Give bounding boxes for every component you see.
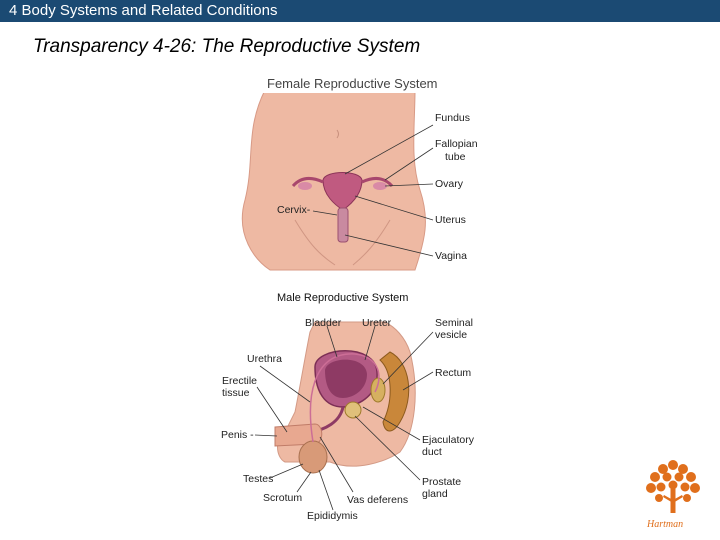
label-fundus: Fundus [435,112,470,124]
bladder-inner [325,359,367,398]
label-prostate-1: Prostate [422,476,461,488]
fallopian-tube-right [361,177,394,188]
label-seminal-1: Seminal [435,317,473,329]
header-bar: 4 Body Systems and Related Conditions [0,0,720,22]
label-erectile-1: Erectile [222,375,257,387]
label-seminal-2: vesicle [435,329,467,341]
label-penis: Penis - [221,429,254,441]
female-title: Female Reproductive System [267,76,438,91]
label-ejaculatory-1: Ejaculatory [422,434,475,446]
ovary-right [373,182,387,190]
label-prostate-2: gland [422,488,448,500]
ovary-left [298,182,312,190]
label-vagina: Vagina [435,250,467,262]
female-navel [336,129,339,139]
label-erectile-2: tissue [222,387,250,399]
label-testes: Testes [243,473,273,485]
label-fallopian-2: tube [445,151,466,163]
male-title: Male Reproductive System [277,292,409,304]
cervix-vagina [337,207,349,243]
male-diagram: Bladder Ureter Seminal vesicle Urethra E… [215,312,485,524]
label-cervix: Cervix- [277,204,311,216]
label-uterus: Uterus [435,214,466,226]
rectum-shape [379,351,410,432]
label-bladder: Bladder [305,317,342,329]
prostate-shape [344,401,362,419]
female-thigh-line-r [352,219,391,266]
uterus-shape [322,172,363,211]
label-ureter: Ureter [362,317,392,329]
label-epididymis: Epididymis [307,510,358,522]
fallopian-tube-left [291,177,324,188]
header-title: 4 Body Systems and Related Conditions [9,2,278,19]
label-vas-deferens: Vas deferens [347,494,408,506]
tree-logo-icon: Hartman [646,460,700,530]
label-scrotum: Scrotum [263,492,302,504]
label-ovary: Ovary [435,178,464,190]
seminal-vesicle-shape [370,377,386,403]
vas-deferens-path [309,353,380,443]
label-urethra: Urethra [247,353,282,365]
label-rectum: Rectum [435,367,471,379]
female-thigh-line [294,219,336,266]
label-fallopian-1: Fallopian [435,138,478,150]
logo-text: Hartman [646,519,683,530]
male-illustration: Bladder Ureter Seminal vesicle Urethra E… [221,317,475,522]
label-ejaculatory-2: duct [422,446,442,458]
slide-title: Transparency 4-26: The Reproductive Syst… [33,36,421,57]
hartman-logo: Hartman [641,457,705,538]
testis-shape [298,440,328,474]
female-diagram: Female Reproductive System Fundus Fallop… [225,70,485,275]
female-illustration: Female Reproductive System Fundus Fallop… [241,73,478,271]
